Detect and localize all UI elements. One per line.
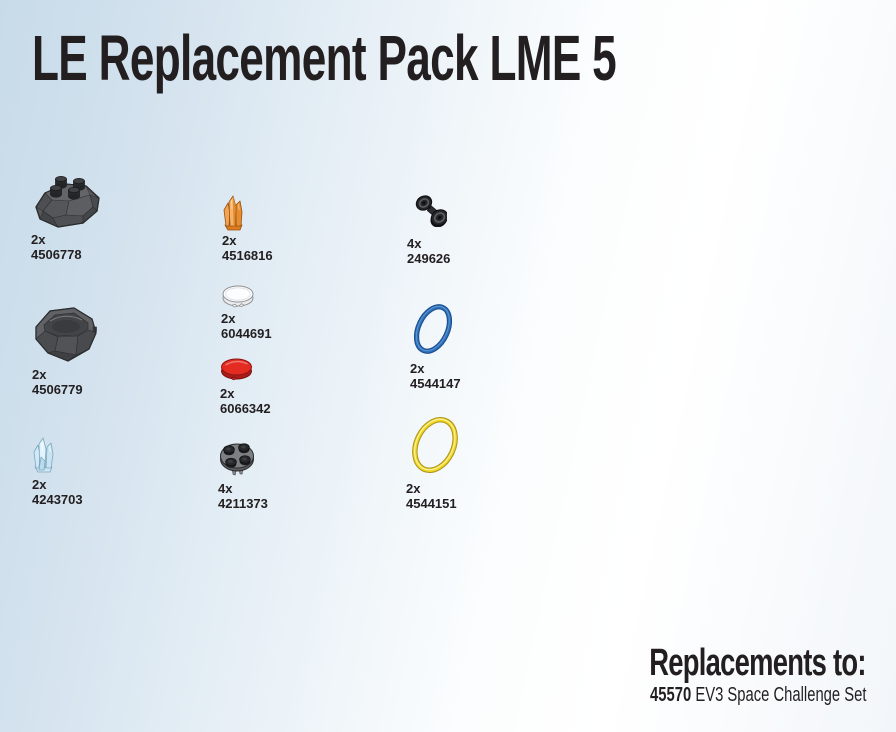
footer-heading: Replacements to: (649, 642, 866, 684)
part-number: 4544147 (410, 376, 461, 391)
footer-set-name: EV3 Space Challenge Set (694, 684, 866, 706)
page-title: LE Replacement Pack LME 5 (32, 21, 878, 95)
part-qty: 2x (406, 481, 421, 496)
footer-set-number: 45570 (649, 684, 691, 706)
part-4506778: 2x 4506778 (31, 171, 105, 262)
footer-heading-row: Replacements to: (565, 644, 866, 682)
round-tile-red-icon (221, 358, 252, 381)
wheel-axle-icon (415, 195, 447, 227)
part-qty: 2x (32, 477, 47, 492)
footer-set-row: 45570 EV3 Space Challenge Set (565, 684, 866, 706)
part-4211373: 4x 4211373 (218, 438, 268, 511)
part-number: 4516816 (222, 248, 273, 263)
part-qty: 2x (221, 311, 236, 326)
part-number: 4211373 (218, 496, 268, 511)
part-4544151: 2x 4544151 (406, 413, 464, 511)
part-qty: 2x (32, 367, 47, 382)
part-qty: 4x (218, 481, 233, 496)
part-4506779: 2x 4506779 (32, 297, 104, 397)
part-qty: 2x (222, 233, 237, 248)
part-number: 249626 (407, 251, 451, 266)
crystal-orange-icon (223, 195, 243, 231)
crystal-blue-icon (33, 437, 54, 473)
rock-top-icon (35, 176, 100, 228)
part-number: 4544151 (406, 496, 457, 511)
rubber-band-blue-icon (413, 304, 453, 354)
part-number: 4506779 (32, 382, 83, 397)
part-number: 4243703 (32, 492, 83, 507)
page-title-text: LE Replacement Pack LME 5 (32, 22, 617, 94)
part-6044691: 2x 6044691 (221, 284, 272, 341)
part-6066342: 2x 6066342 (220, 357, 271, 416)
part-4516816: 2x 4516816 (222, 194, 273, 263)
round-plate-black-icon (220, 443, 254, 476)
part-4243703: 2x 4243703 (32, 437, 83, 507)
part-249626: 4x 249626 (407, 193, 450, 266)
part-qty: 2x (410, 361, 425, 376)
part-number: 6066342 (220, 401, 271, 416)
part-number: 6044691 (221, 326, 272, 341)
part-qty: 2x (220, 386, 235, 401)
part-number: 4506778 (31, 247, 82, 262)
rubber-band-yellow-icon (412, 417, 458, 473)
part-qty: 4x (407, 236, 422, 251)
part-4544147: 2x 4544147 (410, 301, 461, 391)
round-tile-white-icon (222, 285, 254, 308)
part-qty: 2x (31, 232, 46, 247)
footer-set: 45570 EV3 Space Challenge Set (650, 684, 866, 706)
footer: Replacements to: 45570 EV3 Space Challen… (565, 644, 866, 706)
rock-bottom-icon (35, 307, 97, 362)
